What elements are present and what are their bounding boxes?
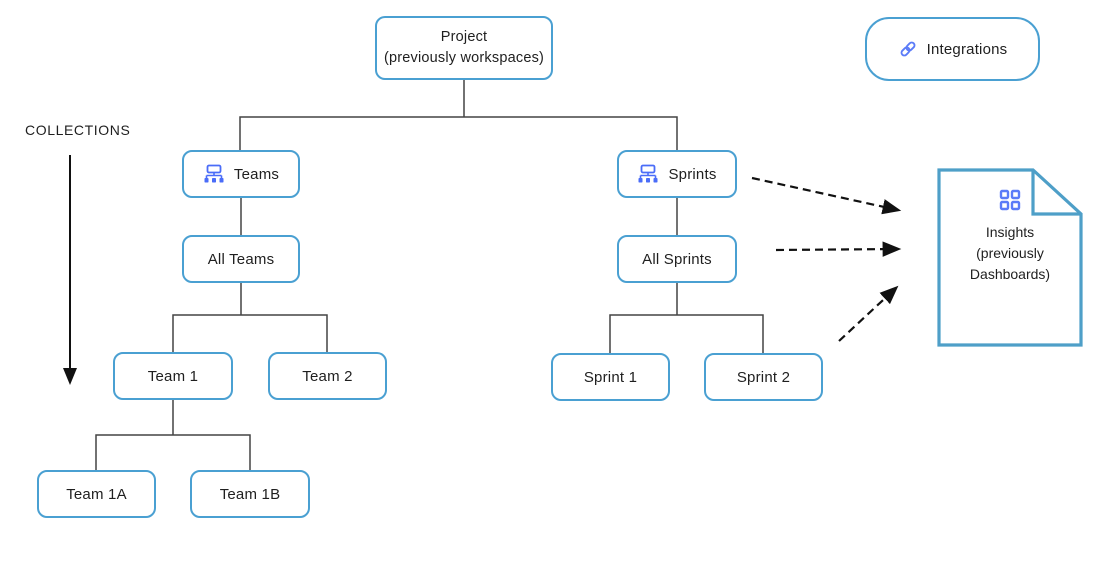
node-integrations: Integrations [865,17,1040,81]
node-project: Project (previously workspaces) [375,16,553,80]
node-teams: Teams [182,150,300,198]
insights-document-shape [937,168,1083,347]
org-chart-icon [637,164,659,184]
team1b-label: Team 1B [219,485,281,503]
edge-all-sprints-to-sprint1-sprint2 [609,283,764,353]
dashed-arrow-sprint2-to-insights [838,285,899,342]
node-insights: Insights (previously Dashboards) [939,188,1081,285]
node-team1b: Team 1B [190,470,310,518]
edge-project-to-teams-sprints [239,80,678,150]
team1-label: Team 1 [147,367,199,385]
link-icon [898,39,918,59]
node-sprint2: Sprint 2 [704,353,823,401]
project-label: Project [440,29,488,45]
node-sprint1: Sprint 1 [551,353,670,401]
insights-sublabel-1: (previously [976,245,1044,261]
node-all-sprints: All Sprints [617,235,737,283]
all-sprints-label: All Sprints [642,250,712,268]
insights-label: Insights [985,224,1035,240]
node-sprints: Sprints [617,150,737,198]
edge-team1-to-team1a-team1b [95,400,251,470]
node-all-teams: All Teams [182,235,300,283]
dashed-arrow-sprints-to-insights [751,176,902,215]
sprint2-label: Sprint 2 [736,368,791,386]
node-team2: Team 2 [268,352,387,400]
dashed-arrow-all-sprints-to-insights [775,241,902,257]
all-teams-label: All Teams [207,250,275,268]
node-team1a: Team 1A [37,470,156,518]
insights-sublabel-2: Dashboards) [969,266,1051,282]
sprint1-label: Sprint 1 [583,368,638,386]
integrations-label: Integrations [926,40,1008,58]
collections-label: COLLECTIONS [25,122,131,138]
node-team1: Team 1 [113,352,233,400]
sprints-label: Sprints [668,165,717,183]
teams-label: Teams [233,165,280,183]
team2-label: Team 2 [302,367,353,385]
team1a-label: Team 1A [66,485,127,503]
project-sublabel: (previously workspaces) [383,50,545,66]
edge-all-teams-to-team1-team2 [172,283,328,352]
grid-icon [998,188,1022,212]
org-chart-icon [203,164,225,184]
